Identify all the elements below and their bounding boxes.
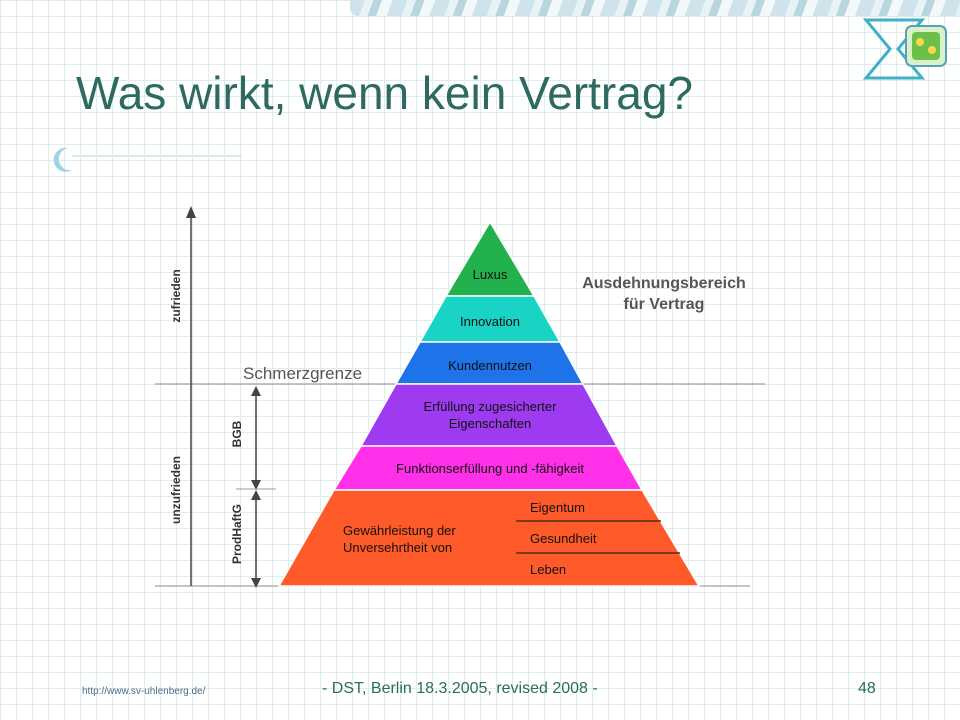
tier-label-erfuellung-line2: Eigenschaften (449, 416, 531, 431)
base-item-gesundheit: Gesundheit (530, 531, 597, 546)
tier-label-kundennutzen: Kundennutzen (448, 358, 532, 373)
tier-label-gewaehrleistung-line1: Gewährleistung der (343, 523, 456, 538)
bracket-label-bgb: BGB (230, 420, 244, 447)
axis-label-zufrieden: zufrieden (169, 269, 183, 322)
bracket-label-prodhaftg: ProdHaftG (230, 504, 244, 564)
bracket-arrow-bgb-bottom (251, 480, 261, 490)
tier-label-innovation: Innovation (460, 314, 520, 329)
slide-title: Was wirkt, wenn kein Vertrag? (76, 67, 693, 119)
logo-icon (862, 18, 947, 80)
tier-gewaehrleistung (277, 489, 701, 587)
page-number: 48 (858, 680, 876, 697)
bracket-arrow-prodhaftg-bottom (251, 578, 261, 588)
base-item-eigentum: Eigentum (530, 500, 585, 515)
axis-arrowhead (186, 206, 196, 218)
tier-erfuellung (359, 383, 619, 447)
expansion-label-line2: für Vertrag (624, 296, 705, 313)
top-decorative-bar (350, 0, 960, 16)
tier-label-funktionserfuellung: Funktionserfüllung und -fähigkeit (396, 461, 584, 476)
bracket-arrow-bgb-top (251, 386, 261, 396)
expansion-label-line1: Ausdehnungsbereich (582, 275, 746, 292)
axis-label-unzufrieden: unzufrieden (169, 456, 183, 524)
tier-label-erfuellung-line1: Erfüllung zugesicherter (424, 399, 558, 414)
title-underline-decoration (53, 147, 242, 172)
tier-label-gewaehrleistung-line2: Unversehrtheit von (343, 540, 452, 555)
threshold-label: Schmerzgrenze (243, 364, 362, 383)
tier-label-luxus: Luxus (473, 267, 508, 282)
tier-luxus (444, 220, 536, 297)
footer-url[interactable]: http://www.sv-uhlenberg.de/ (82, 686, 206, 697)
bracket-arrow-prodhaftg-top (251, 490, 261, 500)
footer-event: - DST, Berlin 18.3.2005, revised 2008 - (322, 680, 598, 697)
base-item-leben: Leben (530, 562, 566, 577)
